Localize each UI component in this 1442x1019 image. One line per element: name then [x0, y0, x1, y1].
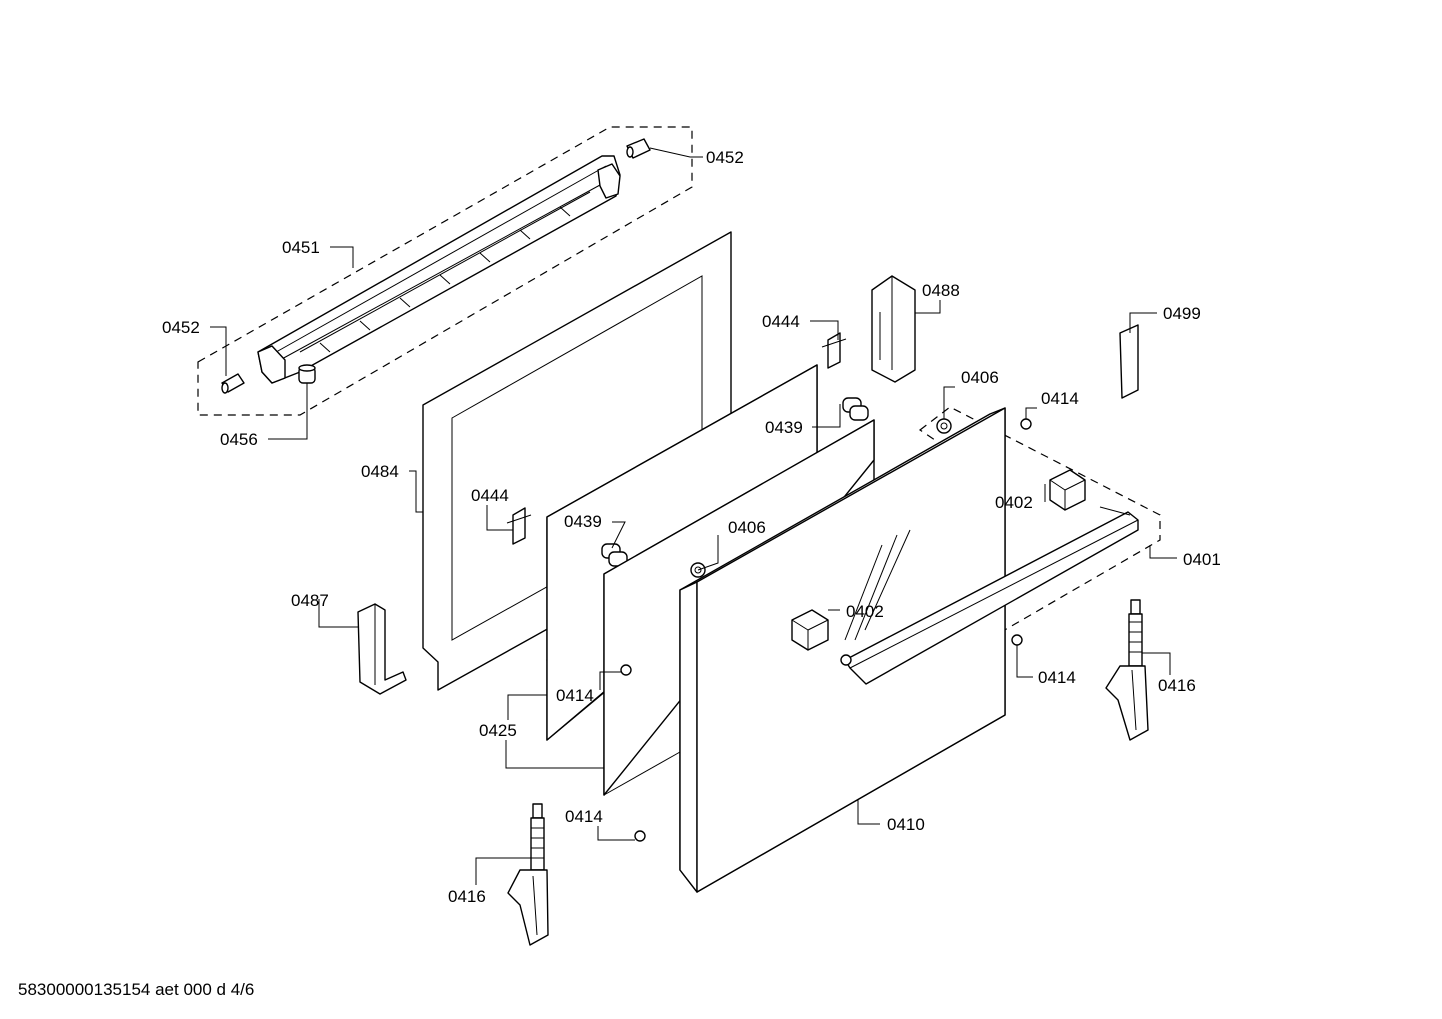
label-0439-mid: 0439 — [564, 512, 602, 531]
part-0488-bracket — [871, 275, 916, 383]
label-0406-top: 0406 — [961, 368, 999, 387]
document-id: 58300000135154 aet 000 d 4/6 — [18, 980, 255, 999]
label-0402-mid: 0402 — [846, 602, 884, 621]
part-0414-pin-right — [1011, 634, 1023, 646]
top-trim-assembly-group — [197, 126, 693, 416]
part-0456-cap — [298, 364, 316, 384]
label-0414-bottom: 0414 — [565, 807, 603, 826]
label-0425: 0425 — [479, 721, 517, 740]
part-0439-hook-top — [842, 397, 869, 421]
part-0402-mount-top — [1049, 469, 1086, 511]
label-0414-mid: 0414 — [556, 686, 594, 705]
part-0444-clip-top — [821, 332, 847, 369]
part-0416-hinge-right — [1105, 599, 1149, 741]
part-0410-door-front — [679, 407, 1006, 893]
label-0488: 0488 — [922, 281, 960, 300]
part-0401-handle-bar — [840, 506, 1139, 685]
label-0416-left: 0416 — [448, 887, 486, 906]
label-0410: 0410 — [887, 815, 925, 834]
label-0416-right: 0416 — [1158, 676, 1196, 695]
part-0499-label-strip — [1119, 324, 1139, 399]
label-0444-mid: 0444 — [471, 486, 509, 505]
label-0444-top: 0444 — [762, 312, 800, 331]
label-0401: 0401 — [1183, 550, 1221, 569]
part-0487-bracket — [357, 603, 407, 695]
part-0414-pin-bottom — [634, 830, 646, 842]
label-0414-right: 0414 — [1038, 668, 1076, 687]
label-0439-top: 0439 — [765, 418, 803, 437]
part-0452-pin-left — [221, 373, 245, 394]
part-0402-mount-mid — [791, 609, 829, 651]
leader-lines — [210, 147, 1177, 885]
part-0439-hook-mid — [601, 543, 628, 567]
label-0414-top: 0414 — [1041, 389, 1079, 408]
label-0487: 0487 — [291, 591, 329, 610]
label-0499: 0499 — [1163, 304, 1201, 323]
label-0456: 0456 — [220, 430, 258, 449]
label-0451: 0451 — [282, 238, 320, 257]
label-0484: 0484 — [361, 462, 399, 481]
part-0406-washer-top — [936, 418, 952, 434]
part-0416-hinge-left — [507, 803, 549, 946]
part-labels: 0452 0451 0452 0456 0484 0488 0444 0499 … — [162, 148, 1221, 906]
part-0414-pin-top — [1020, 418, 1032, 430]
label-0452-left: 0452 — [162, 318, 200, 337]
label-0402-top: 0402 — [995, 493, 1033, 512]
label-0406-mid: 0406 — [728, 518, 766, 537]
part-0451-top-trim — [257, 155, 621, 384]
part-0452-pin-top — [626, 138, 651, 159]
label-0452-top: 0452 — [706, 148, 744, 167]
part-0414-pin-mid — [620, 664, 632, 676]
part-0444-clip-mid — [506, 507, 532, 545]
